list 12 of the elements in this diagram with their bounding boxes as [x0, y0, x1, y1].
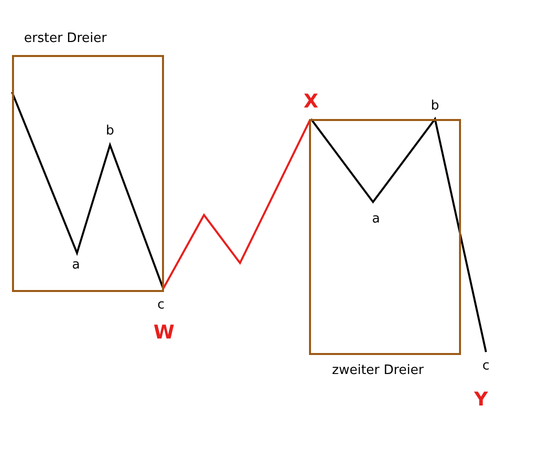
subwave-label: a	[72, 258, 80, 272]
wave-line	[162, 120, 311, 290]
subwave-label: b	[430, 98, 440, 114]
wave-point-label: Y	[474, 390, 488, 410]
subwave-label: c	[157, 298, 165, 312]
subwave-label: b	[106, 124, 114, 138]
wave-point-label: W	[154, 322, 174, 344]
subwave-label: c	[482, 358, 490, 374]
box-heading: erster Dreier	[24, 31, 107, 46]
wave-point-label: X	[304, 92, 318, 112]
box-heading: zweiter Dreier	[332, 363, 424, 378]
subwave-label: a	[372, 212, 380, 226]
